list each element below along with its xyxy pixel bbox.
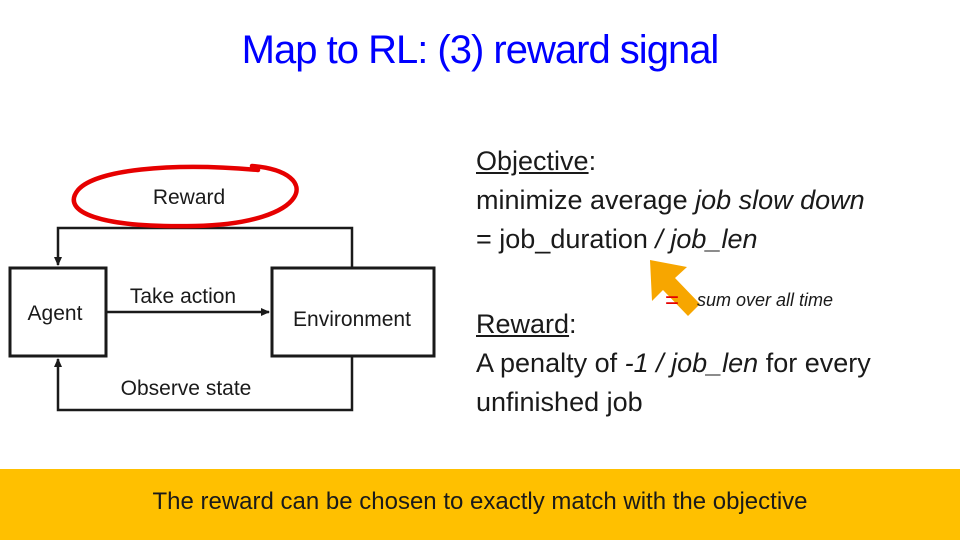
objective-line-1: Objective:	[476, 142, 865, 181]
reward-label: Reward	[153, 186, 225, 209]
reward-line-1: Reward:	[476, 305, 871, 344]
observe-loop-line	[54, 356, 354, 412]
reward-heading-colon: :	[569, 309, 577, 339]
environment-label: Environment	[293, 308, 411, 331]
reward-loop-line	[54, 226, 354, 268]
reward-heading: Reward	[476, 309, 570, 339]
objective-line-3: = job_duration / job_len	[476, 220, 865, 259]
slide-title: Map to RL: (3) reward signal	[241, 28, 720, 72]
objective-line-2: minimize average job slow down	[476, 181, 865, 220]
reward-highlight-circle	[71, 163, 299, 229]
objective-line-3-text: = job_duration	[476, 224, 656, 254]
objective-heading: Objective	[476, 146, 589, 176]
footer-text: The reward can be chosen to exactly matc…	[152, 488, 808, 515]
objective-line-2-text: minimize average	[476, 185, 696, 215]
agent-box	[8, 266, 108, 358]
objective-block: Objective: minimize average job slow dow…	[476, 142, 865, 259]
objective-line-3-emph: / job_len	[655, 224, 758, 254]
objective-heading-colon: :	[588, 146, 597, 176]
reward-line-2-suffix: for every	[758, 348, 871, 378]
sum-over-time-note: sum over all time	[697, 290, 834, 310]
equals-annotation: =	[665, 287, 680, 314]
reward-block: Reward: A penalty of -1 / job_len for ev…	[476, 305, 871, 422]
reward-line-2: A penalty of -1 / job_len for every	[476, 344, 871, 383]
observe-label: Observe state	[121, 377, 252, 400]
action-label: Take action	[130, 285, 236, 308]
reward-line-2-text: A penalty of	[476, 348, 625, 378]
objective-line-2-emph: job slow down	[695, 185, 865, 215]
footer-banner: The reward can be chosen to exactly matc…	[0, 469, 960, 540]
orange-arrow-icon	[650, 260, 700, 316]
reward-line-2-emph: -1 / job_len	[624, 348, 759, 378]
reward-line-3: unfinished job	[476, 387, 643, 417]
agent-label: Agent	[28, 302, 83, 325]
